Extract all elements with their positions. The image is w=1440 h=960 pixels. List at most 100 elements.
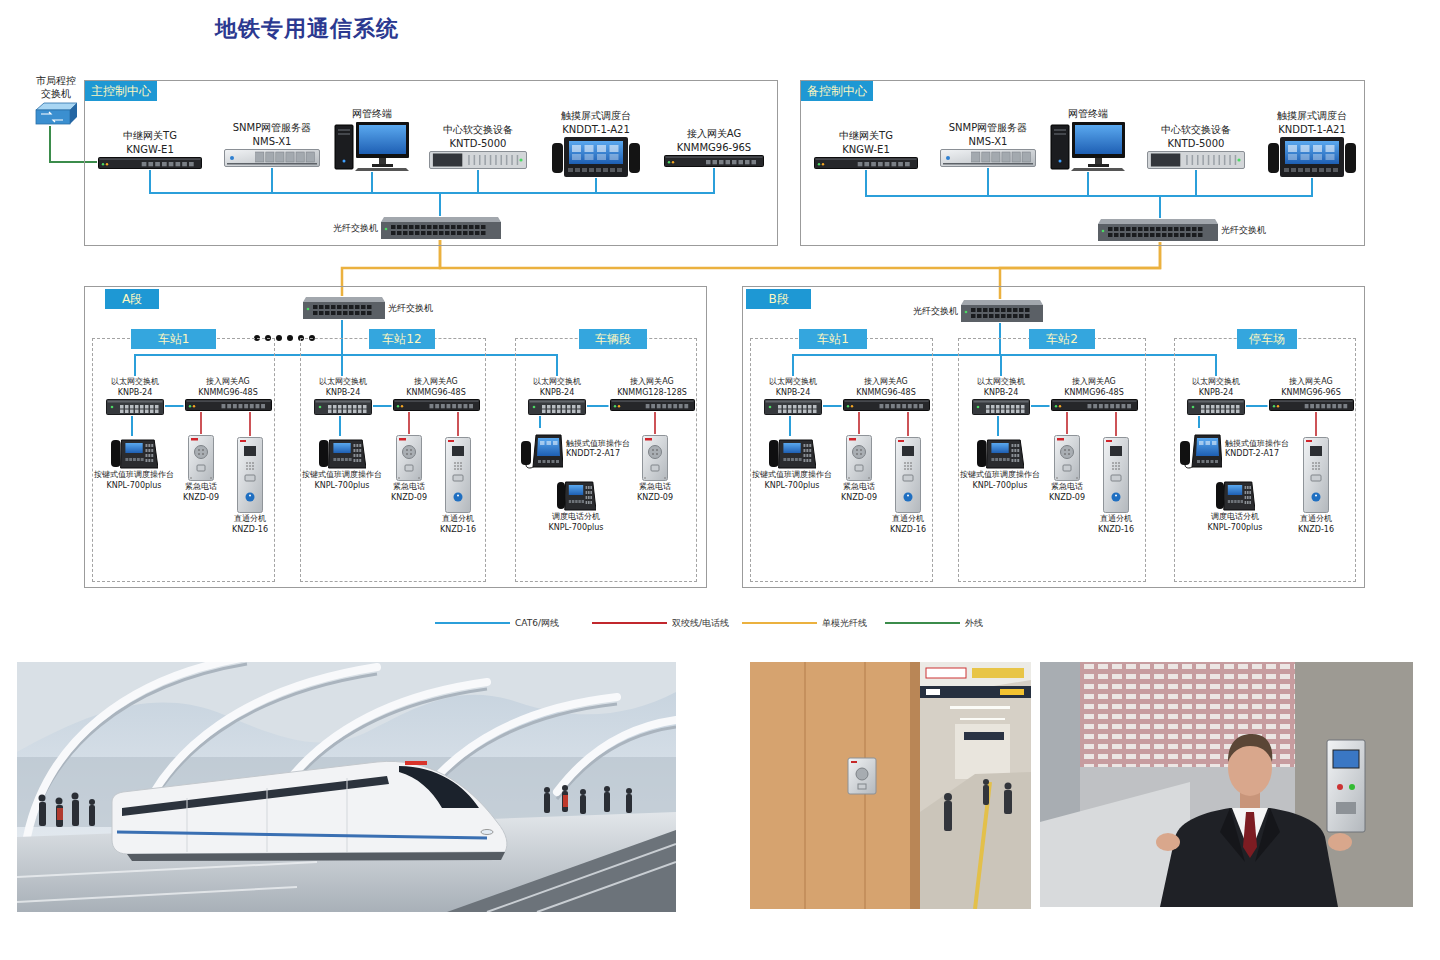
drawing-part <box>457 495 459 497</box>
device-node: 按键式值班调度操作台KNPL-700plus <box>959 436 1041 492</box>
softswitch-icon <box>1147 151 1245 169</box>
drawing-part <box>964 732 1004 740</box>
drawing-part <box>140 405 144 409</box>
drawing-part <box>245 475 255 481</box>
drawing-part <box>202 453 204 455</box>
drawing-part <box>552 460 555 463</box>
drawing-part <box>885 404 889 408</box>
drawing-part <box>169 162 174 166</box>
drawing-part <box>1106 440 1112 442</box>
drawing-part <box>533 406 536 409</box>
drawing-part <box>890 404 894 408</box>
drawing-part <box>356 449 358 452</box>
drawing-part <box>397 231 402 235</box>
drawing-part <box>779 440 816 468</box>
drawing-part <box>1110 446 1122 456</box>
legend-item: CAT6/网线 <box>435 615 559 631</box>
drawing-part <box>1318 462 1320 464</box>
device-label: 光纤交换机 <box>1221 225 1266 236</box>
drawing-part <box>871 162 876 166</box>
drawing-part <box>287 335 293 341</box>
drawing-part <box>385 228 388 231</box>
drawing-part <box>572 154 581 160</box>
drawing-part <box>1270 401 1352 402</box>
drawing-part <box>36 110 70 124</box>
drawing-part <box>1112 468 1114 470</box>
drawing-part <box>1014 444 1016 447</box>
drawing-part <box>848 477 850 479</box>
drawing-part <box>313 311 318 315</box>
drawing-part <box>129 458 132 461</box>
drawing-part <box>367 311 372 315</box>
drawing-part <box>617 405 619 407</box>
drawing-part <box>319 440 329 467</box>
drawing-part <box>230 156 234 160</box>
drawing-part <box>1310 446 1322 456</box>
drawing-part <box>490 155 492 165</box>
drawing-part <box>39 795 46 802</box>
device-label: KNMMG96-48S <box>406 388 466 398</box>
emergency-phone-icon <box>396 435 422 481</box>
drawing-part <box>604 786 610 792</box>
drawing-part <box>100 159 201 160</box>
drawing-part <box>445 225 450 229</box>
drawing-part <box>843 400 929 411</box>
drawing-part <box>452 446 464 456</box>
drawing-part <box>117 832 487 838</box>
drawing-part <box>343 405 347 409</box>
drawing-part <box>1112 465 1114 467</box>
drawing-part <box>665 156 764 167</box>
drawing-part <box>907 468 909 470</box>
drawing-part <box>452 404 456 408</box>
device-label: KNZD-09 <box>183 493 219 503</box>
drawing-part <box>1202 155 1204 165</box>
cat6-line <box>1160 170 1196 218</box>
drawing-part <box>902 446 914 456</box>
drawing-part <box>564 137 628 177</box>
drawing-part <box>1005 783 1012 790</box>
drawing-part <box>588 501 590 504</box>
drawing-part <box>249 465 251 467</box>
drawing-part <box>907 404 911 408</box>
device-label: 触摸式值班操作台 <box>1225 439 1289 449</box>
drawing-part <box>1148 152 1245 169</box>
drawing-part <box>435 404 439 408</box>
drawing-part <box>400 405 402 407</box>
cat6-line <box>866 170 1160 218</box>
drawing-part <box>944 779 1012 831</box>
drawing-part <box>1312 493 1321 502</box>
device-label: 中继网关TG <box>839 129 893 142</box>
drawing-part <box>1025 308 1030 312</box>
fiber-switch-icon <box>381 217 501 239</box>
cat6-line <box>1000 323 1216 376</box>
drawing-part <box>252 465 254 467</box>
device-node: 紧急电话KNZD-09 <box>182 434 220 504</box>
drawing-part <box>356 459 358 462</box>
switch-icon <box>34 101 78 125</box>
drawing-part <box>296 152 304 162</box>
section-tab: 车站12 <box>369 329 435 349</box>
drawing-part <box>1017 449 1019 452</box>
drawing-part <box>818 163 820 165</box>
drawing-part <box>1229 155 1231 165</box>
cat6-line <box>1246 405 1268 407</box>
drawing-part <box>252 468 254 470</box>
drawing-part <box>1150 227 1155 231</box>
drawing-part <box>238 404 242 408</box>
drawing-part <box>319 311 324 315</box>
drawing-part <box>783 410 787 414</box>
device-node: 接入网关AGKNMMG96-96S <box>663 126 765 168</box>
drawing-part <box>356 444 358 447</box>
legend-label: CAT6/网线 <box>515 615 559 631</box>
drawing-part <box>903 475 913 481</box>
drawing-part <box>739 160 744 164</box>
drawing-part <box>1197 460 1200 463</box>
drawing-part <box>319 406 322 409</box>
drawing-part <box>319 305 324 309</box>
drawing-part <box>355 305 360 309</box>
device-node: 调度电话分机KNPL-700plus <box>547 478 604 534</box>
drawing-part <box>150 410 154 414</box>
drawing-part <box>135 410 139 414</box>
drawing-part <box>1245 486 1247 489</box>
drawing-part <box>1326 168 1331 172</box>
